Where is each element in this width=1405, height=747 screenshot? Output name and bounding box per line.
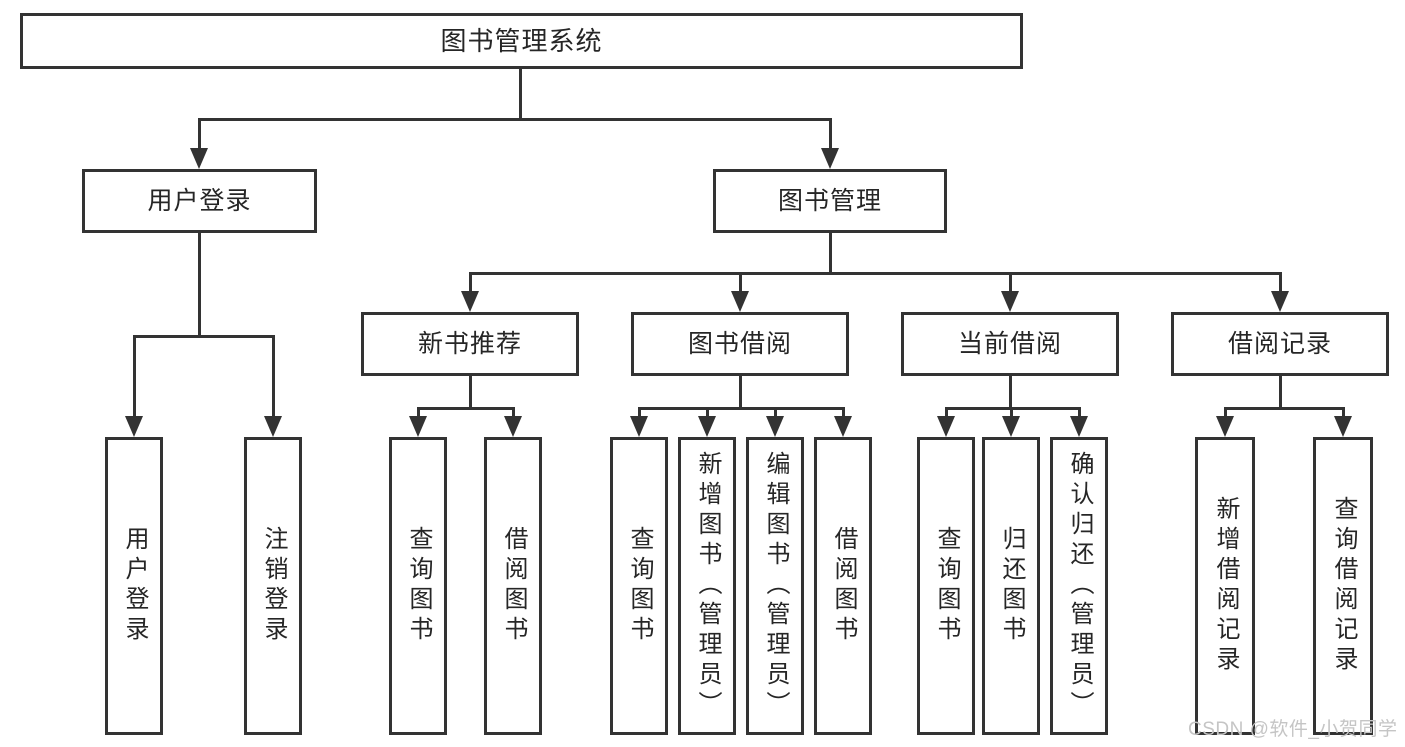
connector-arrowhead-down xyxy=(1271,291,1289,312)
leaf-label: 借阅图书 xyxy=(830,526,857,646)
node-book-management: 图书管理 xyxy=(713,169,947,233)
node-label: 图书管理 xyxy=(777,186,882,215)
connector-line xyxy=(512,407,515,418)
csdn-watermark: CSDN @软件_小贺同学 xyxy=(1188,719,1398,740)
connector-line xyxy=(1342,407,1345,418)
leaf-current-query-books: 查询图书 xyxy=(917,437,975,735)
connector-line xyxy=(272,335,275,418)
leaf-label: 新增借阅记录 xyxy=(1212,496,1239,676)
connector-arrowhead-down xyxy=(630,416,648,437)
node-library-management-system: 图书管理系统 xyxy=(20,13,1023,69)
connector-line xyxy=(638,407,641,418)
node-new-book-recommend: 新书推荐 xyxy=(361,312,579,376)
connector-line xyxy=(417,407,420,418)
connector-line xyxy=(706,407,709,418)
node-borrow-records: 借阅记录 xyxy=(1171,312,1389,376)
connector-arrowhead-down xyxy=(698,416,716,437)
connector-line xyxy=(469,272,472,293)
connector-arrowhead-down xyxy=(264,416,282,437)
connector-line xyxy=(829,233,832,272)
leaf-label: 查询借阅记录 xyxy=(1330,496,1357,676)
connector-arrowhead-down xyxy=(409,416,427,437)
connector-arrowhead-down xyxy=(125,416,143,437)
connector-line xyxy=(1224,407,1344,410)
connector-arrowhead-down xyxy=(766,416,784,437)
node-label: 图书借阅 xyxy=(687,329,792,358)
node-label: 借阅记录 xyxy=(1227,329,1332,358)
connector-arrowhead-down xyxy=(821,148,839,169)
leaf-label: 编辑图书（管理员） xyxy=(762,451,789,721)
node-label: 当前借阅 xyxy=(957,329,1062,358)
connector-arrowhead-down xyxy=(461,291,479,312)
connector-line xyxy=(1009,272,1012,293)
connector-line xyxy=(739,272,742,293)
leaf-borrow-borrow-books: 借阅图书 xyxy=(814,437,872,735)
connector-line xyxy=(519,69,522,118)
connector-line xyxy=(1009,376,1012,407)
connector-line xyxy=(469,272,1281,275)
leaf-label: 查询图书 xyxy=(933,526,960,646)
node-label: 图书管理系统 xyxy=(440,26,603,56)
leaf-records-add-record: 新增借阅记录 xyxy=(1195,437,1255,735)
connector-arrowhead-down xyxy=(1001,291,1019,312)
connector-line xyxy=(945,407,948,418)
leaf-user-login: 用户登录 xyxy=(105,437,163,735)
leaf-borrow-edit-books-admin: 编辑图书（管理员） xyxy=(746,437,804,735)
connector-arrowhead-down xyxy=(190,148,208,169)
connector-arrowhead-down xyxy=(1334,416,1352,437)
connector-arrowhead-down xyxy=(1216,416,1234,437)
leaf-current-return-books: 归还图书 xyxy=(982,437,1040,735)
leaf-records-query-record: 查询借阅记录 xyxy=(1313,437,1373,735)
connector-line xyxy=(198,118,831,121)
connector-line xyxy=(638,407,844,410)
leaf-newbook-query-books: 查询图书 xyxy=(389,437,447,735)
connector-line xyxy=(774,407,777,418)
node-current-borrow: 当前借阅 xyxy=(901,312,1119,376)
connector-line xyxy=(1078,407,1081,418)
leaf-label: 确认归还（管理员） xyxy=(1066,451,1093,721)
leaf-label: 借阅图书 xyxy=(500,526,527,646)
leaf-label: 新增图书（管理员） xyxy=(694,451,721,721)
connector-line xyxy=(198,118,201,151)
leaf-logout: 注销登录 xyxy=(244,437,302,735)
leaf-current-confirm-return-admin: 确认归还（管理员） xyxy=(1050,437,1108,735)
leaf-borrow-add-books-admin: 新增图书（管理员） xyxy=(678,437,736,735)
connector-line xyxy=(417,407,514,410)
connector-line xyxy=(133,335,136,418)
connector-line xyxy=(133,335,274,338)
leaf-label: 查询图书 xyxy=(626,526,653,646)
leaf-label: 用户登录 xyxy=(121,526,148,646)
connector-arrowhead-down xyxy=(1002,416,1020,437)
connector-line xyxy=(1279,272,1282,293)
connector-line xyxy=(1224,407,1227,418)
connector-arrowhead-down xyxy=(731,291,749,312)
connector-line xyxy=(842,407,845,418)
connector-line xyxy=(1010,407,1013,418)
leaf-label: 注销登录 xyxy=(260,526,287,646)
node-label: 用户登录 xyxy=(147,186,252,215)
node-user-login: 用户登录 xyxy=(82,169,317,233)
leaf-label: 查询图书 xyxy=(405,526,432,646)
connector-line xyxy=(469,376,472,407)
node-label: 新书推荐 xyxy=(417,329,522,358)
connector-line xyxy=(829,118,832,151)
node-book-borrow: 图书借阅 xyxy=(631,312,849,376)
leaf-newbook-borrow-books: 借阅图书 xyxy=(484,437,542,735)
connector-arrowhead-down xyxy=(1070,416,1088,437)
connector-line xyxy=(198,233,201,335)
connector-arrowhead-down xyxy=(834,416,852,437)
connector-line xyxy=(1279,376,1282,407)
connector-line xyxy=(739,376,742,407)
leaf-borrow-query-books: 查询图书 xyxy=(610,437,668,735)
connector-arrowhead-down xyxy=(937,416,955,437)
connector-arrowhead-down xyxy=(504,416,522,437)
leaf-label: 归还图书 xyxy=(998,526,1025,646)
